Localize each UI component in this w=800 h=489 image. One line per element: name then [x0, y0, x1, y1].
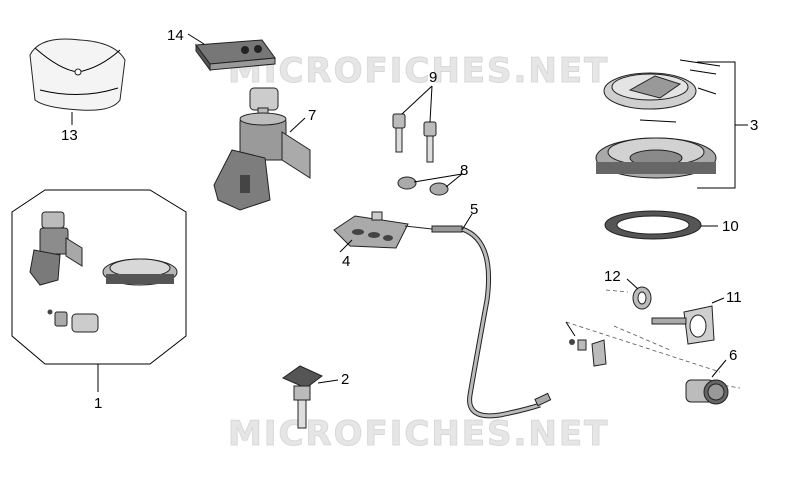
part-1-kit-contents [29, 211, 178, 333]
callout-7: 7 [308, 107, 316, 124]
part-11-bracket [651, 305, 715, 345]
callout-4: 4 [342, 253, 350, 270]
callout-10: 10 [722, 218, 739, 235]
part-4-latch [333, 211, 409, 249]
callout-2: 2 [341, 371, 349, 388]
part-2-key [281, 365, 323, 429]
callout-1: 1 [94, 395, 102, 412]
part-5-cable [404, 225, 552, 419]
callout-9: 9 [429, 69, 437, 86]
part-10-gasket [604, 210, 702, 240]
callout-6: 6 [729, 347, 737, 364]
part-1-kit-frame [11, 189, 187, 365]
part-8-nuts [397, 176, 449, 196]
part-12-ring-nut [632, 286, 652, 310]
part-13-cover [29, 38, 126, 111]
part-6-socket [569, 339, 729, 405]
part-9-bolts [392, 113, 437, 163]
watermark-top: MICROFICHES.NET [228, 51, 609, 91]
part-3-fuel-cap [595, 59, 721, 179]
callout-14: 14 [167, 27, 184, 44]
callout-11: 11 [726, 289, 742, 306]
callout-13: 13 [61, 127, 78, 144]
part-14-booklet [195, 39, 276, 72]
callout-12: 12 [604, 268, 621, 285]
part-7-ignition-switch [213, 87, 311, 211]
callout-3: 3 [750, 117, 758, 134]
assembly-guides [565, 289, 741, 389]
callout-5: 5 [470, 201, 478, 218]
callout-8: 8 [460, 162, 468, 179]
watermark-bottom: MICROFICHES.NET [228, 414, 609, 454]
